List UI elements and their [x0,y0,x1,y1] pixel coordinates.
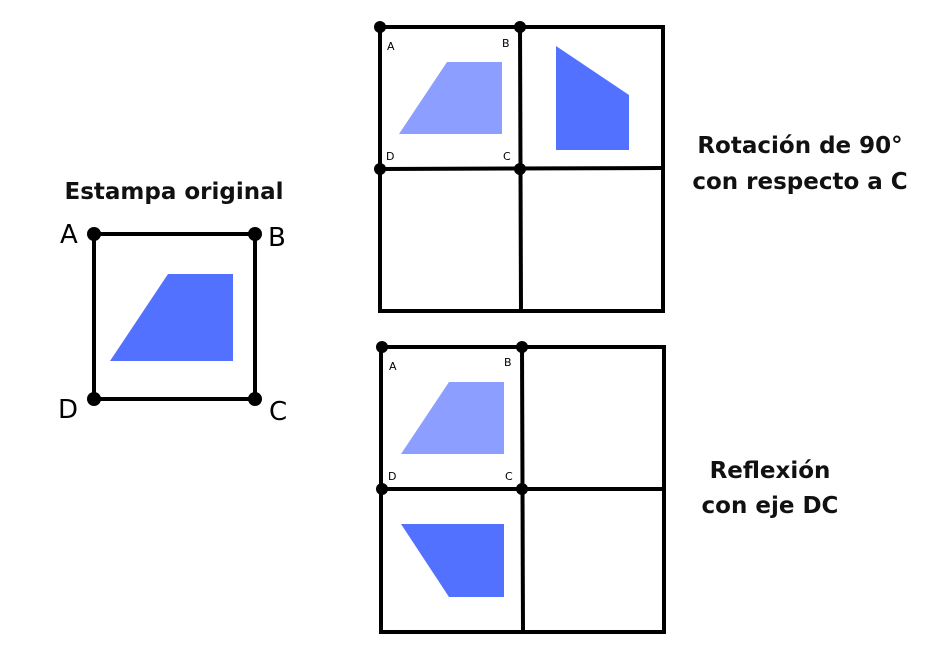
label-a: A [387,40,395,53]
rotation-caption-line2: con respecto a C [692,169,908,195]
original-stamp: A B D C [58,220,287,427]
label-d: D [58,395,78,425]
vertex-b-dot [514,21,526,33]
vertex-b-dot [248,227,262,241]
vertex-d-dot [374,163,386,175]
reflection-caption-line2: con eje DC [701,493,839,519]
label-c: C [269,397,287,427]
source-trapezoid [401,382,504,454]
source-trapezoid [399,62,502,134]
label-b: B [502,37,510,50]
label-a: A [389,360,397,373]
original-title: Estampa original [64,179,284,205]
rotation-grid: A B D C [374,21,665,313]
label-d: D [386,150,394,163]
original-square [92,232,257,401]
label-b: B [268,223,286,253]
reflection-grid: A B D C [376,341,666,634]
label-b: B [504,356,512,369]
vertex-d-dot [376,483,388,495]
rotation-caption-line1: Rotación de 90° [697,133,903,159]
label-a: A [60,220,78,250]
reflection-caption-line1: Reflexión [709,458,831,484]
vertex-d-dot [87,392,101,406]
label-d: D [388,470,396,483]
vertex-c-dot [248,392,262,406]
label-c: C [503,150,511,163]
label-c: C [505,470,513,483]
rotated-trapezoid [556,46,629,150]
vertex-b-dot [516,341,528,353]
vertex-c-dot [516,483,528,495]
original-trapezoid [110,274,233,361]
vertex-a-dot [376,341,388,353]
vertex-a-dot [87,227,101,241]
vertex-c-dot [514,163,526,175]
vertex-a-dot [374,21,386,33]
reflected-trapezoid [401,524,504,597]
